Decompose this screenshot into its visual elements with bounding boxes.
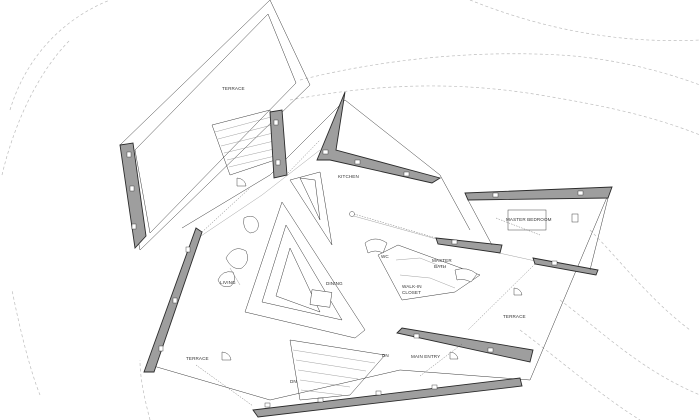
- bath-closet: [364, 238, 481, 301]
- label-terrace-north: TERRACE: [222, 86, 245, 91]
- label-master-bath-line1: MASTER: [432, 258, 452, 263]
- label-dining: DINING: [326, 281, 343, 286]
- label-stairs-dn-1: DN: [382, 353, 389, 358]
- circulation-lines: [195, 139, 536, 407]
- label-walk-in-closet-line2: CLOSET: [402, 290, 421, 295]
- label-terrace-east: TERRACE: [503, 314, 526, 319]
- label-kitchen: KITCHEN: [338, 174, 359, 179]
- label-master-bedroom: MASTER BEDROOM: [506, 217, 552, 222]
- label-main-entry: MAIN ENTRY: [411, 354, 440, 359]
- label-master-bath-line2: BATH: [434, 264, 446, 269]
- label-stairs-dn-2: DN: [290, 379, 297, 384]
- terrace-north: [119, 0, 311, 251]
- label-wc: WC: [381, 254, 389, 259]
- living-outline: [149, 99, 611, 401]
- dining-wedge: [244, 171, 366, 339]
- structural-walls: [143, 91, 613, 418]
- north-stairs: [211, 109, 276, 176]
- label-walk-in-closet-line1: WALK-IN: [402, 284, 422, 289]
- label-terrace-southwest: TERRACE: [186, 356, 209, 361]
- label-living: LIVING: [220, 280, 236, 285]
- door-swings: [221, 177, 523, 361]
- master-bedroom: [467, 197, 609, 271]
- room-labels: TERRACE KITCHEN MASTER BEDROOM WC MASTER…: [186, 86, 552, 384]
- south-stairs: [289, 339, 386, 401]
- living-furniture: [217, 215, 259, 287]
